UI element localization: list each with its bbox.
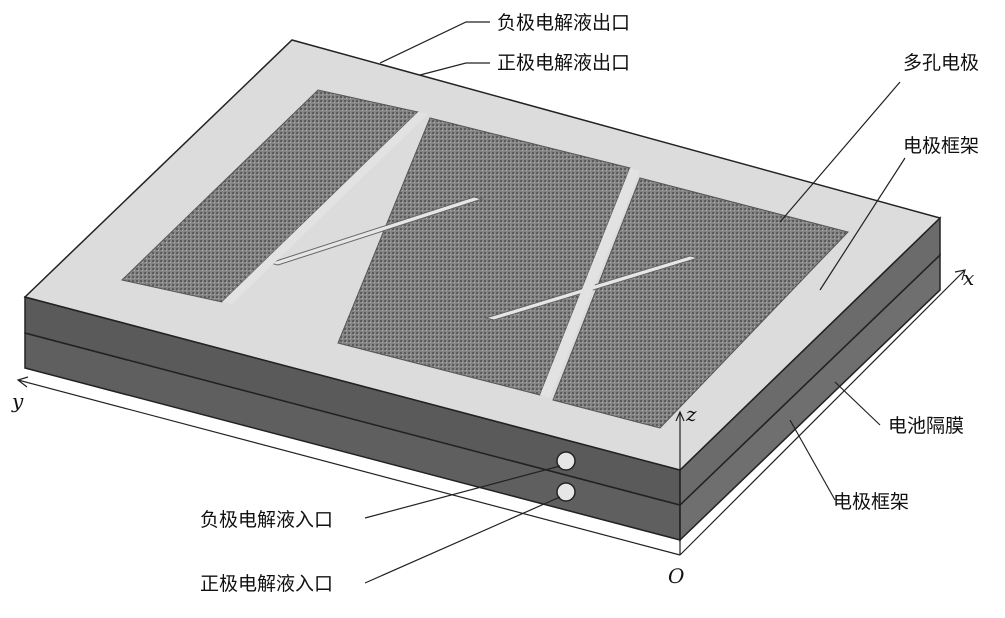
label-separator: 电池隔膜 — [888, 415, 964, 437]
y-axis-label: y — [11, 389, 24, 413]
positive-inlet-port — [556, 482, 576, 502]
label-electrode-frame-bottom: 电极框架 — [833, 491, 909, 513]
z-axis-arrow — [675, 410, 685, 422]
flow-divider-1 — [222, 112, 428, 304]
flow-divider-2 — [540, 168, 640, 398]
negative-inlet-port — [556, 451, 576, 471]
origin-label: O — [668, 564, 684, 588]
x-axis-label: x — [963, 266, 974, 290]
y-axis-line — [17, 379, 681, 556]
leader-pos-outlet — [419, 62, 490, 76]
cell-stack — [23, 39, 942, 542]
leader-separator — [834, 381, 881, 426]
y-axis-arrow — [16, 376, 29, 388]
label-positive-inlet: 正极电解液入口 — [200, 573, 333, 595]
porous-electrode-region-3 — [552, 177, 849, 429]
z-axis-label: z — [685, 402, 697, 426]
leader-lines — [364, 21, 906, 584]
label-electrode-frame-top: 电极框架 — [903, 135, 979, 157]
callout-labels: 负极电解液出口 正极电解液出口 多孔电极 电极框架 电池隔膜 电极框架 负极电解… — [200, 12, 979, 595]
x-axis-arrow — [954, 269, 966, 281]
leader-frame-bottom — [789, 419, 836, 501]
flow-slot-1 — [268, 196, 484, 266]
leader-neg-inlet — [364, 465, 561, 519]
leader-pos-inlet — [364, 496, 561, 584]
label-positive-outlet: 正极电解液出口 — [497, 52, 630, 74]
x-axis-line — [679, 269, 966, 556]
leader-porous-electrode — [779, 81, 901, 223]
axes: x y z O — [11, 266, 974, 588]
leader-frame-top — [819, 157, 906, 291]
label-negative-inlet: 负极电解液入口 — [200, 509, 333, 531]
leader-neg-outlet — [379, 21, 490, 64]
label-negative-outlet: 负极电解液出口 — [497, 12, 630, 34]
label-porous-electrode: 多孔电极 — [903, 52, 979, 74]
